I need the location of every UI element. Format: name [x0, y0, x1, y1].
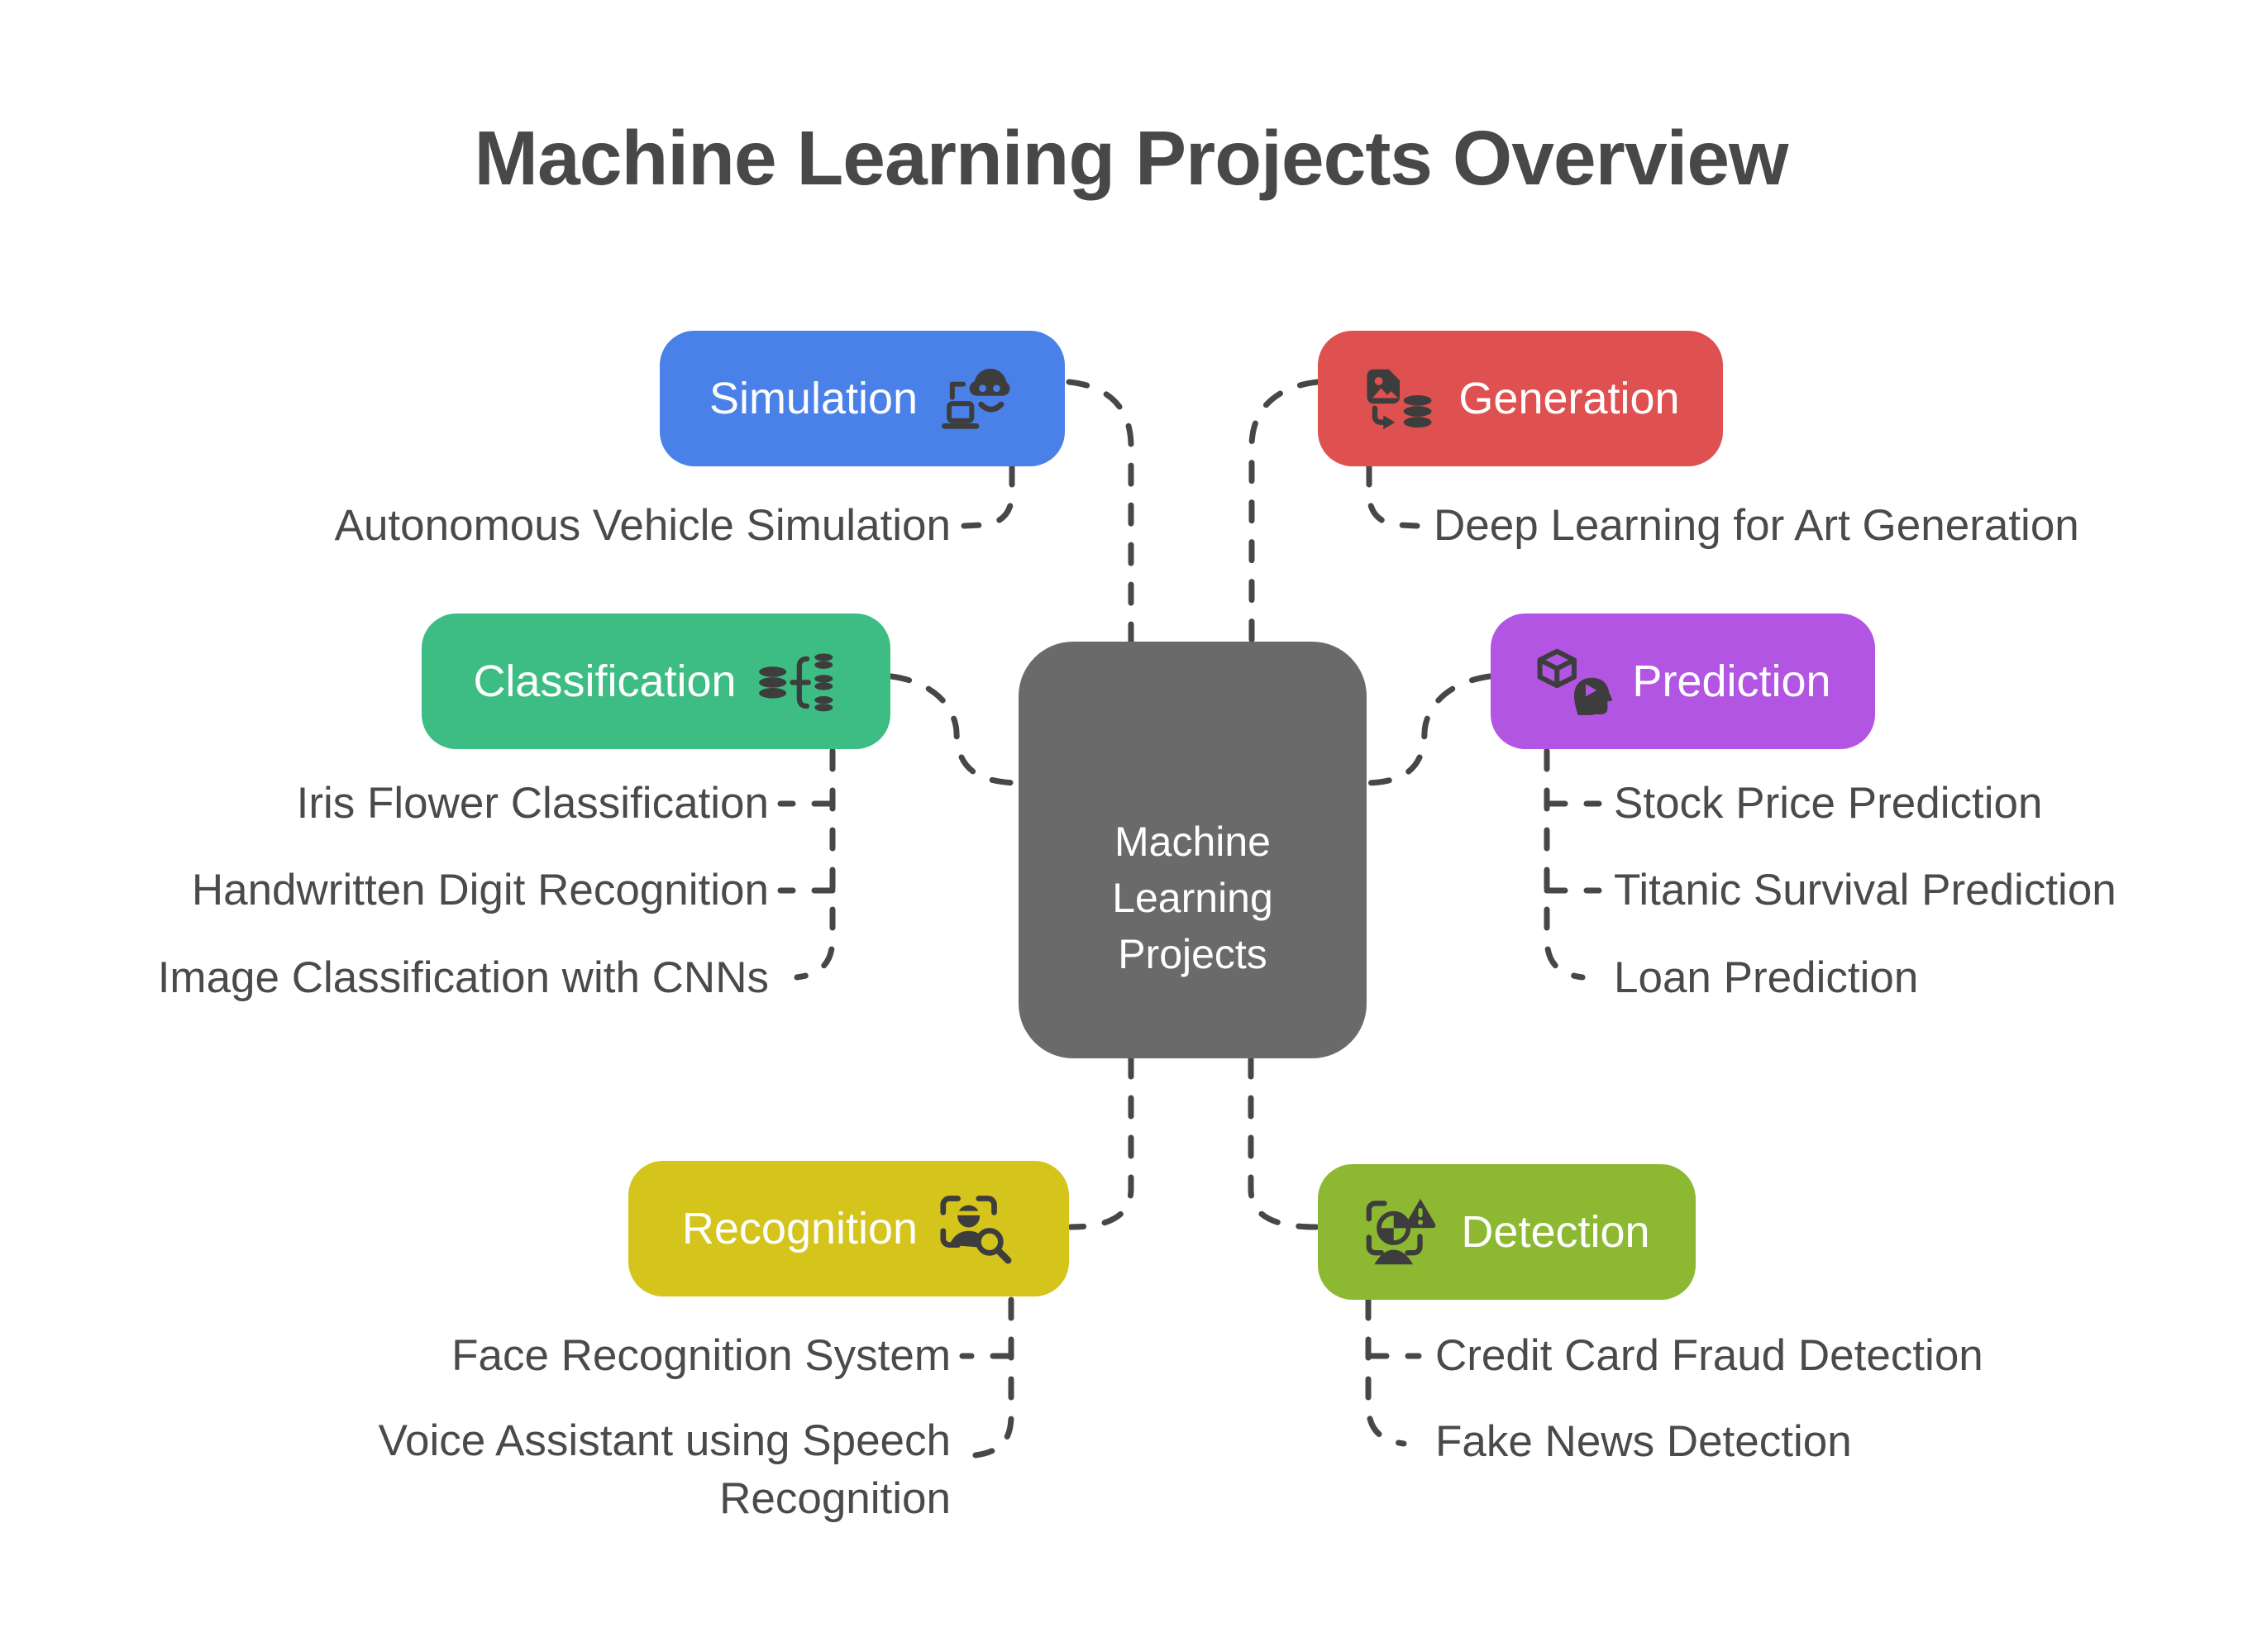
node-machine-learning-projects[interactable]: Machine Learning Projects — [1019, 642, 1367, 1058]
vr-user-laptop-icon — [938, 365, 1015, 433]
leaf-titanic-survival-prediction: Titanic Survival Prediction — [1614, 866, 2116, 914]
node-prediction[interactable]: Prediction — [1491, 614, 1875, 749]
node-simulation-label: Simulation — [709, 374, 919, 423]
leaf-iris-flower-classification: Iris Flower Classification — [296, 779, 769, 828]
connector-center-detection — [1248, 1055, 1320, 1230]
connector-classification-leaves — [794, 747, 836, 981]
connector-center-recognition — [1067, 1055, 1134, 1230]
leaf-autonomous-vehicle-simulation: Autonomous Vehicle Simulation — [334, 501, 951, 550]
node-classification-label: Classification — [473, 657, 737, 706]
page-title: Machine Learning Projects Overview — [474, 115, 1789, 201]
node-recognition[interactable]: Recognition — [628, 1161, 1069, 1296]
database-branching-icon — [756, 648, 839, 715]
leaf-fake-news-detection: Fake News Detection — [1435, 1417, 1852, 1466]
connector-detection-leaves — [1365, 1296, 1407, 1447]
leaf-stock-price-prediction: Stock Price Prediction — [1614, 779, 2043, 828]
connector-generation-leaf — [1366, 463, 1420, 529]
leaf-deep-learning-for-art-generation: Deep Learning for Art Generation — [1434, 501, 2079, 550]
node-prediction-label: Prediction — [1632, 657, 1831, 706]
node-classification[interactable]: Classification — [422, 614, 890, 749]
leaf-face-recognition-system: Face Recognition System — [451, 1331, 951, 1380]
node-recognition-label: Recognition — [681, 1204, 919, 1253]
connector-simulation-leaf — [961, 463, 1015, 529]
node-detection-label: Detection — [1461, 1207, 1650, 1257]
connector-center-classification — [888, 673, 1022, 786]
node-generation[interactable]: Generation — [1318, 331, 1723, 466]
node-simulation[interactable]: Simulation — [660, 331, 1065, 466]
leaf-handwritten-digit-recognition: Handwritten Digit Recognition — [191, 866, 769, 914]
connector-center-simulation — [1066, 379, 1134, 645]
connector-prediction-leaves — [1544, 747, 1586, 981]
connector-center-prediction — [1363, 673, 1493, 786]
connector-recognition-leaves — [972, 1296, 1014, 1459]
leaf-loan-prediction: Loan Prediction — [1614, 953, 1919, 1002]
face-scan-search-icon — [938, 1193, 1015, 1264]
connector-center-generation — [1248, 379, 1321, 645]
anomaly-alert-scan-icon — [1363, 1196, 1441, 1268]
node-detection[interactable]: Detection — [1318, 1164, 1696, 1300]
leaf-credit-card-fraud-detection: Credit Card Fraud Detection — [1435, 1331, 1983, 1380]
center-node-label: Machine Learning Projects — [1112, 819, 1273, 977]
image-transform-database-icon — [1361, 365, 1439, 433]
leaf-image-classification-with-cnns: Image Classification with CNNs — [157, 953, 769, 1002]
cube-mind-icon — [1534, 647, 1613, 716]
node-generation-label: Generation — [1458, 374, 1680, 423]
leaf-voice-assistant-using-speech-recognition: Voice Assistant using Speech Recognition — [378, 1416, 951, 1523]
